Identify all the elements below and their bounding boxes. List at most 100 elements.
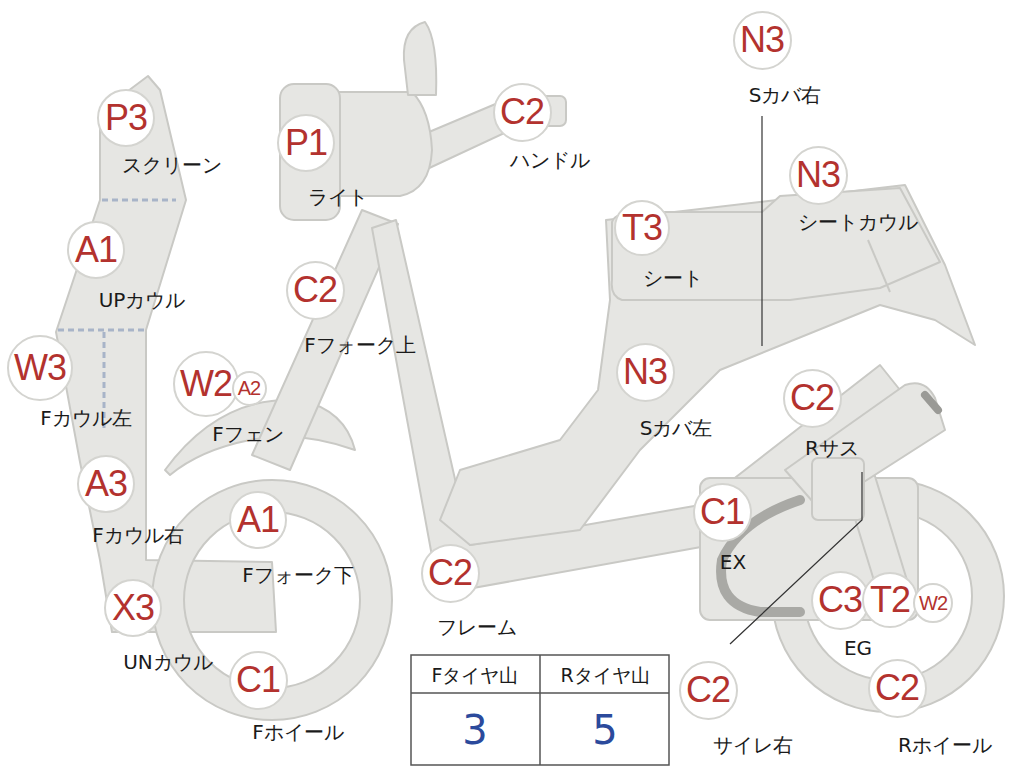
callout-circle: N3 <box>789 146 848 205</box>
part-name: Fフェン <box>212 423 284 445</box>
part-name: EG <box>844 637 872 659</box>
part-name: ハンドル <box>510 149 590 171</box>
callout-circle: A2 <box>232 371 267 406</box>
callout-code: C2 <box>783 369 842 428</box>
callout-ring-shape <box>230 492 286 548</box>
part-name: UPカウル <box>99 289 186 311</box>
table-cell: 5 <box>592 708 617 752</box>
callout-code: P1 <box>277 114 335 172</box>
seat <box>612 188 940 300</box>
callout-code: C1 <box>229 651 288 710</box>
callout-ring-shape <box>790 147 847 204</box>
part-name: Rホイール <box>898 734 992 756</box>
callout-code: C2 <box>421 544 480 603</box>
callout-code: C2 <box>679 661 738 720</box>
callout-ring-shape <box>812 572 869 629</box>
callout-circle: C2 <box>679 661 738 720</box>
callout-code: C3 <box>811 571 870 630</box>
part-name: Fカウル右 <box>92 524 184 546</box>
callout-circle: W2 <box>913 583 953 623</box>
callout-circle: A3 <box>77 455 135 513</box>
callout-ring-shape <box>174 352 238 416</box>
callout-ring-shape <box>734 12 791 69</box>
callout-ring-shape <box>694 484 751 541</box>
callout-code: A1 <box>229 491 287 549</box>
tread-table <box>411 655 669 765</box>
section-line <box>58 329 144 332</box>
callout-circle: C2 <box>868 659 927 718</box>
callout-code: T3 <box>614 200 670 256</box>
part-name: フレーム <box>437 616 517 638</box>
callout-code: A3 <box>77 455 135 513</box>
callout-code: W2 <box>913 583 953 623</box>
callout-code: N3 <box>616 343 675 402</box>
part-name: Fフォーク上 <box>304 334 416 356</box>
leader-line <box>761 116 762 346</box>
part-name: サイレ右 <box>713 734 793 756</box>
callout-circle: C2 <box>493 83 552 142</box>
table-rule <box>539 655 541 765</box>
callout-code: W2 <box>173 351 239 417</box>
callout-code: C2 <box>286 261 345 320</box>
section-line <box>102 199 176 202</box>
callout-ring-shape <box>98 90 154 146</box>
part-name: シート <box>643 267 703 289</box>
callout-code: W3 <box>7 335 73 401</box>
callout-circle: T3 <box>614 200 670 256</box>
callout-ring-shape <box>287 262 344 319</box>
callout-ring-shape <box>914 584 952 622</box>
rear-shock <box>812 458 864 520</box>
callout-circle: C2 <box>421 544 480 603</box>
callout-ring-shape <box>8 336 72 400</box>
callout-code: P3 <box>97 89 155 147</box>
part-name: Sカバ右 <box>749 84 822 106</box>
callout-ring-shape <box>78 456 134 512</box>
callout-circle: C2 <box>783 369 842 428</box>
part-name: Rサス <box>805 437 859 459</box>
callout-circle: C1 <box>229 651 288 710</box>
callout-circle: P1 <box>277 114 335 172</box>
callout-code: X3 <box>104 579 162 637</box>
part-name: Fフォーク下 <box>242 564 354 586</box>
callout-ring-shape <box>869 660 926 717</box>
callout-circle: C3 <box>811 571 870 630</box>
callout-circle: N3 <box>733 11 792 70</box>
callout-code: A2 <box>232 371 267 406</box>
callout-circle: X3 <box>104 579 162 637</box>
callout-ring-shape <box>105 580 161 636</box>
table-cell: Fタイヤ山 <box>432 665 519 686</box>
callout-ring-shape <box>494 84 551 141</box>
callout-circle: P3 <box>97 89 155 147</box>
callout-circle: T2 <box>862 572 918 628</box>
callout-code: C2 <box>868 659 927 718</box>
part-name: ライト <box>308 186 368 208</box>
callout-code: N3 <box>789 146 848 205</box>
callout-code: A1 <box>67 221 125 279</box>
callout-ring-shape <box>680 662 737 719</box>
part-name: UNカウル <box>123 651 213 673</box>
meter <box>404 22 436 95</box>
callout-circle: W3 <box>7 335 73 401</box>
callout-ring-shape <box>68 222 124 278</box>
callout-ring-shape <box>230 652 287 709</box>
muffler-tip <box>925 395 938 410</box>
callout-circle: N3 <box>616 343 675 402</box>
callout-circle: C1 <box>693 483 752 542</box>
table-cell: Rタイヤ山 <box>560 665 649 686</box>
callout-ring-shape <box>233 372 266 405</box>
callout-code: C1 <box>693 483 752 542</box>
seat-seam <box>868 240 890 292</box>
part-name: EX <box>720 551 746 573</box>
callout-ring-shape <box>784 370 841 427</box>
callout-circle: C2 <box>286 261 345 320</box>
callout-ring-shape <box>278 115 334 171</box>
part-name: Sカバ左 <box>640 417 713 439</box>
part-name: スクリーン <box>122 154 222 176</box>
callout-circle: W2 <box>173 351 239 417</box>
callout-code: T2 <box>862 572 918 628</box>
part-name: Fホイール <box>252 721 344 743</box>
callout-ring-shape <box>615 201 669 255</box>
callout-ring-shape <box>422 545 479 602</box>
part-name: シートカウル <box>798 211 918 233</box>
